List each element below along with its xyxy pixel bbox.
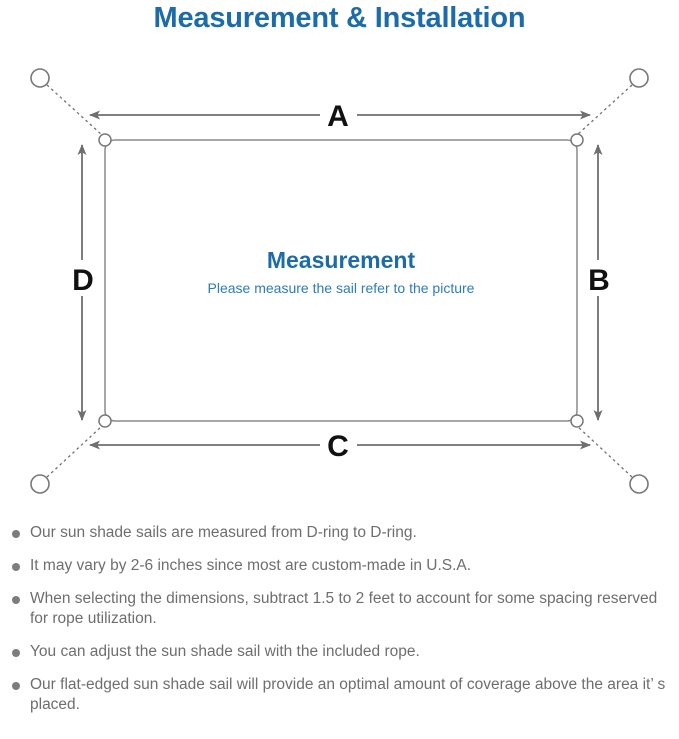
anchor-point-bottom-right-icon (629, 474, 649, 494)
anchor-point-top-left-icon (30, 68, 50, 88)
list-item: You can adjust the sun shade sail with t… (0, 642, 679, 662)
dimension-label-bottom: C (327, 430, 349, 463)
notes-list: Our sun shade sails are measured from D-… (0, 523, 679, 728)
rope-line-top-left (46, 84, 103, 136)
dimension-label-left: D (72, 264, 94, 297)
sail-body (104, 139, 578, 422)
d-ring-bottom-right-icon (570, 414, 584, 428)
diagram-center-subtext: Please measure the sail refer to the pic… (208, 280, 475, 296)
sail-diagram: A C D B Measurement Please measure the s… (0, 48, 679, 518)
d-ring-bottom-left-icon (98, 414, 112, 428)
anchor-point-top-right-icon (629, 68, 649, 88)
bullet-icon (12, 530, 20, 538)
anchor-point-bottom-left-icon (30, 474, 50, 494)
bullet-icon (12, 596, 20, 604)
list-item: When selecting the dimensions, subtract … (0, 589, 679, 629)
list-item-text: Our sun shade sails are measured from D-… (30, 524, 417, 541)
diagram-center-heading: Measurement (267, 247, 416, 273)
list-item: Our flat-edged sun shade sail will provi… (0, 675, 679, 715)
list-item: It may vary by 2-6 inches since most are… (0, 556, 679, 576)
dimension-label-right: B (588, 264, 610, 297)
page-title: Measurement & Installation (153, 2, 526, 34)
list-item-text: It may vary by 2-6 inches since most are… (30, 557, 472, 574)
d-ring-top-left-icon (98, 133, 112, 147)
list-item-text: Our flat-edged sun shade sail will provi… (30, 676, 666, 713)
bullet-icon (12, 563, 20, 571)
list-item-text: When selecting the dimensions, subtract … (30, 590, 658, 627)
rope-line-bottom-right (576, 425, 633, 478)
d-ring-top-right-icon (570, 133, 584, 147)
bullet-icon (12, 682, 20, 690)
bullet-icon (12, 649, 20, 657)
list-item: Our sun shade sails are measured from D-… (0, 523, 679, 543)
list-item-text: You can adjust the sun shade sail with t… (30, 643, 420, 660)
dimension-label-top: A (327, 100, 349, 133)
rope-line-bottom-left (46, 425, 103, 478)
rope-line-top-right (576, 84, 633, 136)
